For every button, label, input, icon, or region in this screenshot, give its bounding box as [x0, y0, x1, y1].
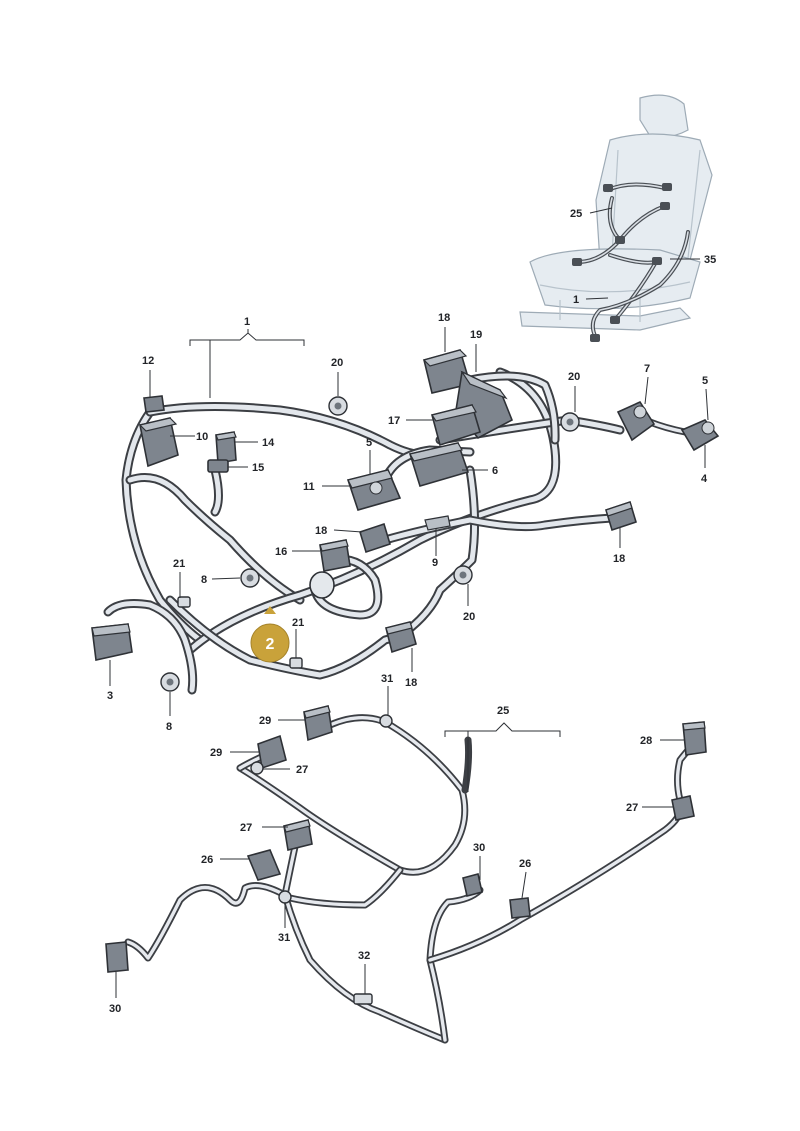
callout-27-a: 27 — [296, 764, 308, 776]
callout-28: 28 — [640, 735, 652, 747]
callout-26-right: 26 — [519, 858, 531, 870]
highlight-badge-label: 2 — [266, 636, 275, 653]
callout-32: 32 — [358, 950, 370, 962]
callout-11: 11 — [303, 481, 315, 493]
upper-connectors — [91, 349, 720, 692]
callout-10: 10 — [196, 431, 208, 443]
callout-3: 3 — [107, 690, 113, 702]
callout-20-right: 20 — [568, 371, 580, 383]
callout-7: 7 — [644, 363, 650, 375]
lower-connectors — [105, 705, 707, 1005]
callout-18-mid: 18 — [315, 525, 327, 537]
callout-31-bottom: 31 — [278, 932, 290, 944]
callout-19: 19 — [470, 329, 482, 341]
leader-lines — [109, 207, 709, 998]
callout-16: 16 — [275, 546, 287, 558]
callout-26-left: 26 — [201, 854, 213, 866]
callout-4: 4 — [701, 473, 708, 485]
callout-30-left: 30 — [109, 1003, 121, 1015]
callout-15: 15 — [252, 462, 264, 474]
callout-21-right: 21 — [292, 617, 304, 629]
callout-5-mid: 5 — [366, 437, 372, 449]
callout-31-top: 31 — [381, 673, 393, 685]
callout-1-top: 1 — [244, 316, 250, 328]
callout-25-seat: 25 — [570, 208, 582, 220]
callout-17: 17 — [388, 415, 400, 427]
callout-5-right: 5 — [702, 375, 708, 387]
backrest-harness — [124, 714, 694, 1044]
callout-35: 35 — [704, 254, 716, 266]
callout-21-left: 21 — [173, 558, 185, 570]
callout-9: 9 — [432, 557, 438, 569]
callout-27-right: 27 — [626, 802, 638, 814]
callout-labels: 1 12 10 14 15 20 18 19 17 5 11 6 20 7 5 … — [107, 208, 716, 1015]
callout-20-lower: 20 — [463, 611, 475, 623]
callout-30-right: 30 — [473, 842, 485, 854]
callout-6: 6 — [492, 465, 498, 477]
callout-20-top: 20 — [331, 357, 343, 369]
callout-18-top: 18 — [438, 312, 450, 324]
callout-1-seat: 1 — [573, 294, 579, 306]
callout-8-lower: 8 — [166, 721, 172, 733]
callout-18-right: 18 — [613, 553, 625, 565]
callout-14: 14 — [262, 437, 275, 449]
seat-illustration — [519, 94, 713, 342]
callout-29-a: 29 — [259, 715, 271, 727]
callout-12: 12 — [142, 355, 154, 367]
callout-25-lower: 25 — [497, 705, 509, 717]
callout-27-mid: 27 — [240, 822, 252, 834]
callout-18-lower: 18 — [405, 677, 417, 689]
callout-8-upper: 8 — [201, 574, 207, 586]
callout-29-b: 29 — [210, 747, 222, 759]
highlight-badge[interactable]: 2 — [250, 606, 290, 663]
